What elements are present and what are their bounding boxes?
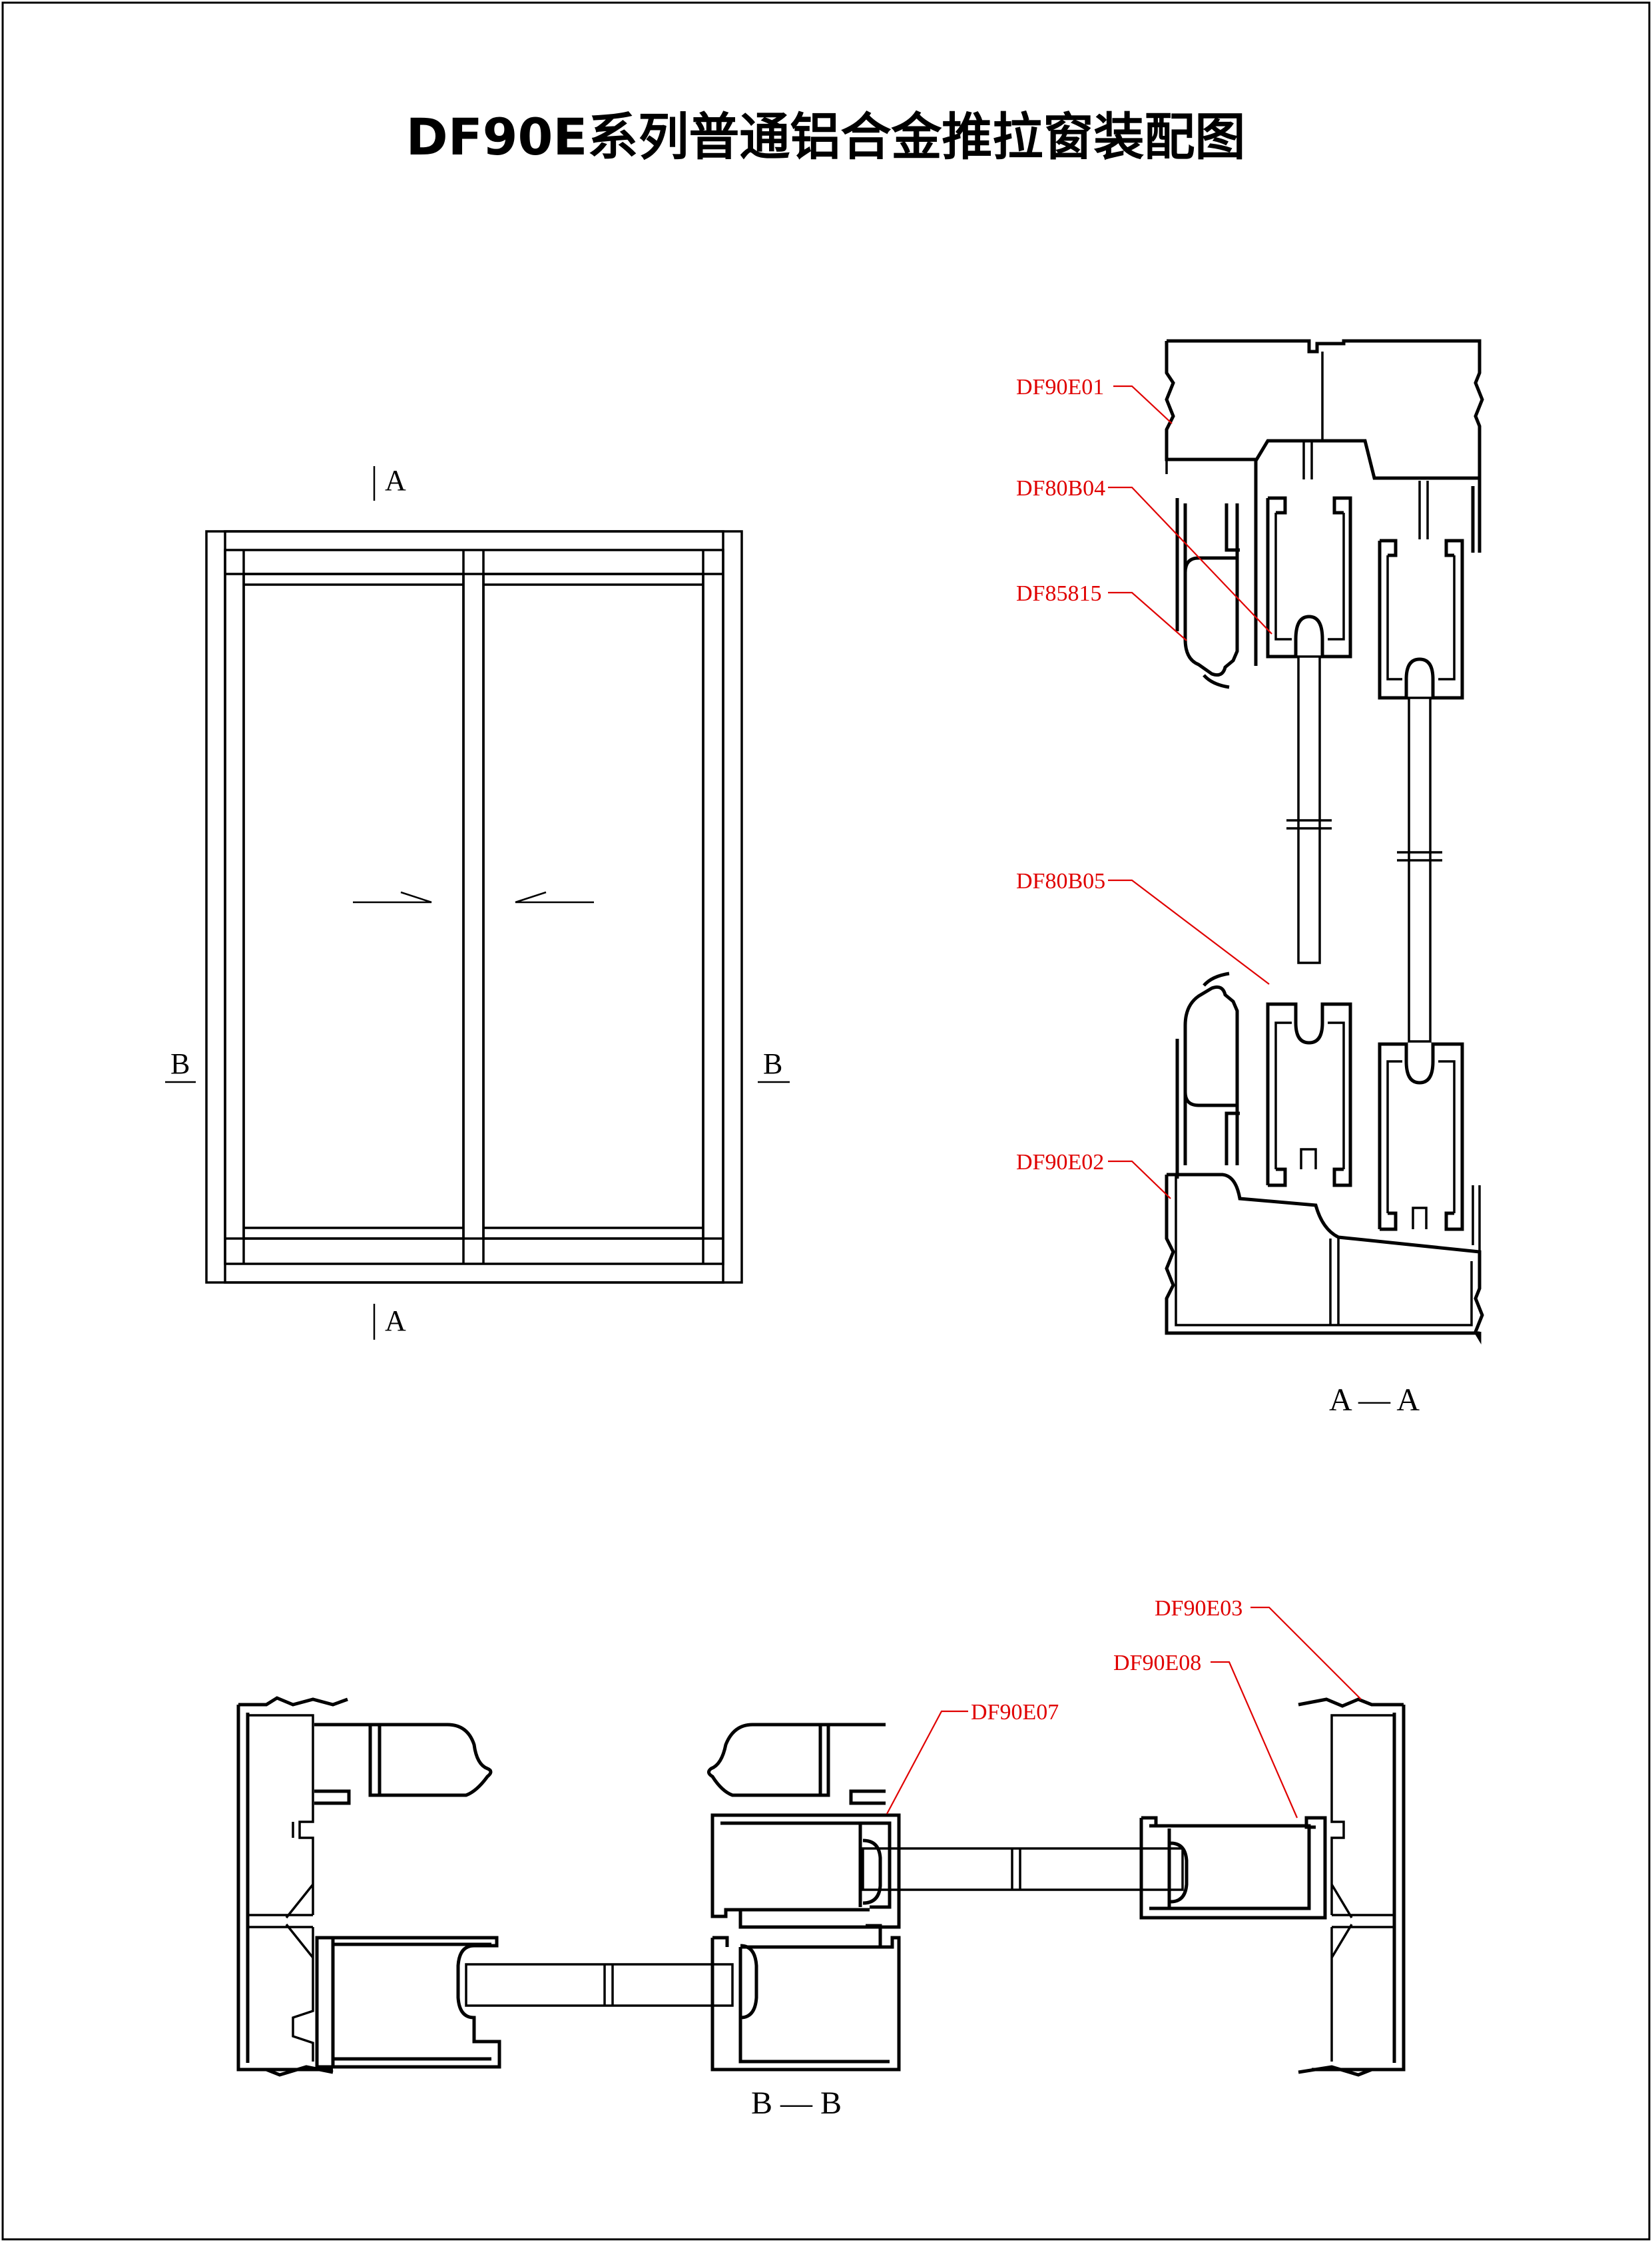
left-sash-profile <box>315 1936 501 2069</box>
section-a-a-leaders <box>1108 385 1272 1199</box>
section-mark-a-bottom: A <box>385 1304 406 1337</box>
section-b-b-leaders <box>886 1606 1362 1819</box>
section-mark-b-left: B <box>170 1047 190 1080</box>
section-mark-b-right: B <box>763 1047 782 1080</box>
section-b-b-caption: B — B <box>751 2086 842 2121</box>
frame-head-profile <box>1165 339 1484 666</box>
part-label-df90e02: DF90E02 <box>1016 1150 1104 1175</box>
part-label-df90e01: DF90E01 <box>1016 375 1104 400</box>
center-upper-sash-profile <box>710 1813 901 1929</box>
right-jamb-profile <box>1298 1697 1406 2077</box>
drawing-title: DF90E系列普通铝合金推拉窗装配图 <box>406 107 1246 166</box>
center-bead-profile <box>707 1723 886 1805</box>
left-bead-profile <box>314 1723 493 1805</box>
section-a-a-drawing <box>1165 339 1484 1345</box>
sash-top-profile-inner <box>1266 496 1352 659</box>
window-elevation <box>165 466 790 1340</box>
part-label-df90e03: DF90E03 <box>1155 1596 1242 1621</box>
center-lower-sash-profile <box>710 1924 901 2072</box>
slide-arrow-right-sash <box>515 891 594 904</box>
section-b-b-drawing <box>236 1696 1406 2077</box>
part-label-df80b04: DF80B04 <box>1016 476 1105 501</box>
trim-profile-top <box>1175 498 1240 689</box>
sash-top-profile-outer <box>1378 539 1464 700</box>
slide-arrow-left-sash <box>353 891 432 904</box>
section-mark-a-top: A <box>385 464 406 497</box>
left-jamb-profile <box>236 1696 348 2077</box>
part-label-df90e07: DF90E07 <box>971 1700 1059 1725</box>
trim-profile-bottom <box>1175 972 1240 1179</box>
frame-sill-profile <box>1165 1173 1484 1345</box>
sash-bottom-profile-outer <box>1378 1042 1464 1231</box>
section-a-a-caption: A — A <box>1329 1382 1420 1418</box>
part-label-df90e08: DF90E08 <box>1113 1651 1201 1675</box>
part-label-df85815: DF85815 <box>1016 581 1101 606</box>
sash-bottom-profile-inner <box>1266 1002 1352 1187</box>
right-sash-profile <box>1139 1816 1327 1920</box>
part-label-df80b05: DF80B05 <box>1016 869 1105 894</box>
